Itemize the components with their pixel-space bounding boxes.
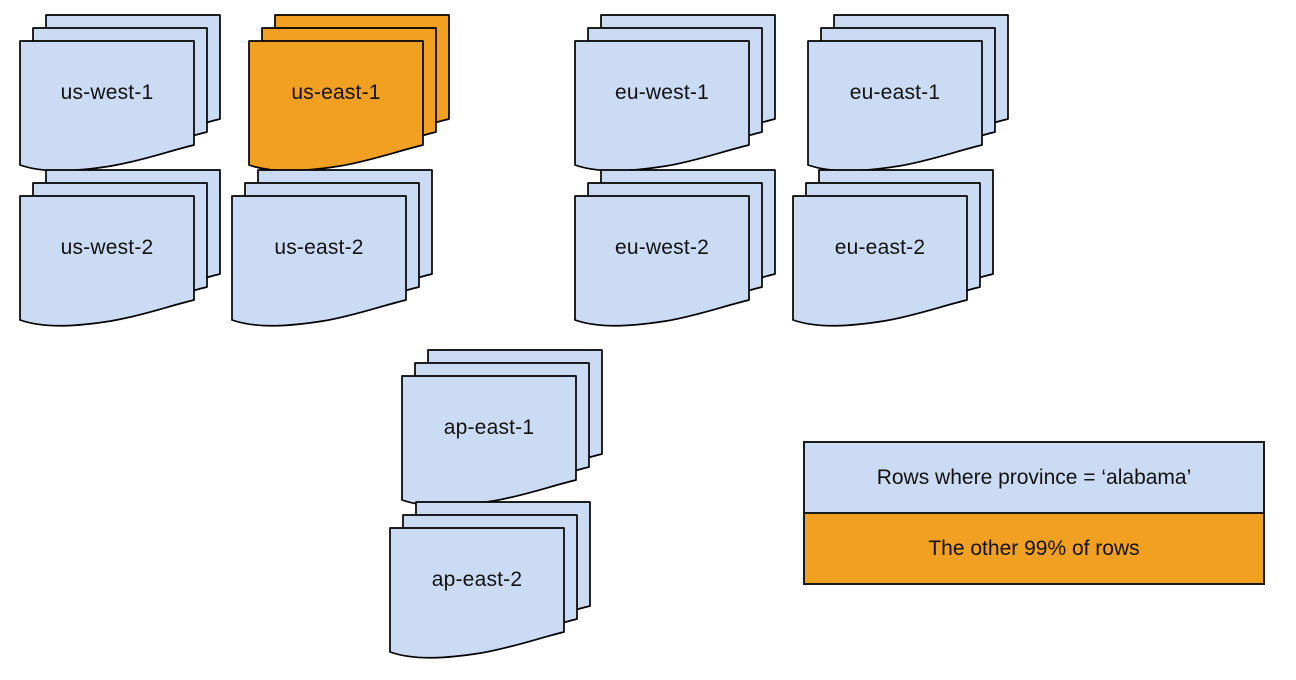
document-stack-icon <box>792 169 994 327</box>
document-stack-icon <box>248 14 450 172</box>
document-stack-icon <box>401 349 603 507</box>
document-stack-icon <box>19 169 221 327</box>
document-sheet-front <box>248 40 424 172</box>
document-stack-icon <box>574 14 776 172</box>
document-stack-icon <box>807 14 1009 172</box>
document-sheet-front <box>19 195 195 327</box>
legend-item-alabama-rows: Rows where province = ‘alabama’ <box>805 443 1263 512</box>
region-stack-ap-east-2: ap-east-2 <box>389 501 593 663</box>
legend-item-label: The other 99% of rows <box>928 536 1140 560</box>
document-sheet-front <box>389 527 565 659</box>
document-sheet-front <box>231 195 407 327</box>
document-sheet-front <box>574 40 750 172</box>
document-stack-icon <box>19 14 221 172</box>
document-sheet-front <box>401 375 577 507</box>
region-stack-us-east-1: us-east-1 <box>248 14 452 176</box>
region-stack-us-west-2: us-west-2 <box>19 169 223 331</box>
document-sheet-front <box>792 195 968 327</box>
document-stack-icon <box>389 501 591 659</box>
legend-item-other-rows: The other 99% of rows <box>805 512 1263 583</box>
region-stack-us-east-2: us-east-2 <box>231 169 435 331</box>
region-stack-eu-east-2: eu-east-2 <box>792 169 996 331</box>
region-stack-eu-west-1: eu-west-1 <box>574 14 778 176</box>
document-sheet-front <box>574 195 750 327</box>
legend-item-label: Rows where province = ‘alabama’ <box>876 465 1192 489</box>
document-stack-icon <box>231 169 433 327</box>
legend: Rows where province = ‘alabama’ The othe… <box>803 441 1265 585</box>
document-stack-icon <box>574 169 776 327</box>
document-sheet-front <box>19 40 195 172</box>
region-stack-ap-east-1: ap-east-1 <box>401 349 605 511</box>
region-stack-eu-east-1: eu-east-1 <box>807 14 1011 176</box>
document-sheet-front <box>807 40 983 172</box>
region-stack-us-west-1: us-west-1 <box>19 14 223 176</box>
region-stack-eu-west-2: eu-west-2 <box>574 169 778 331</box>
